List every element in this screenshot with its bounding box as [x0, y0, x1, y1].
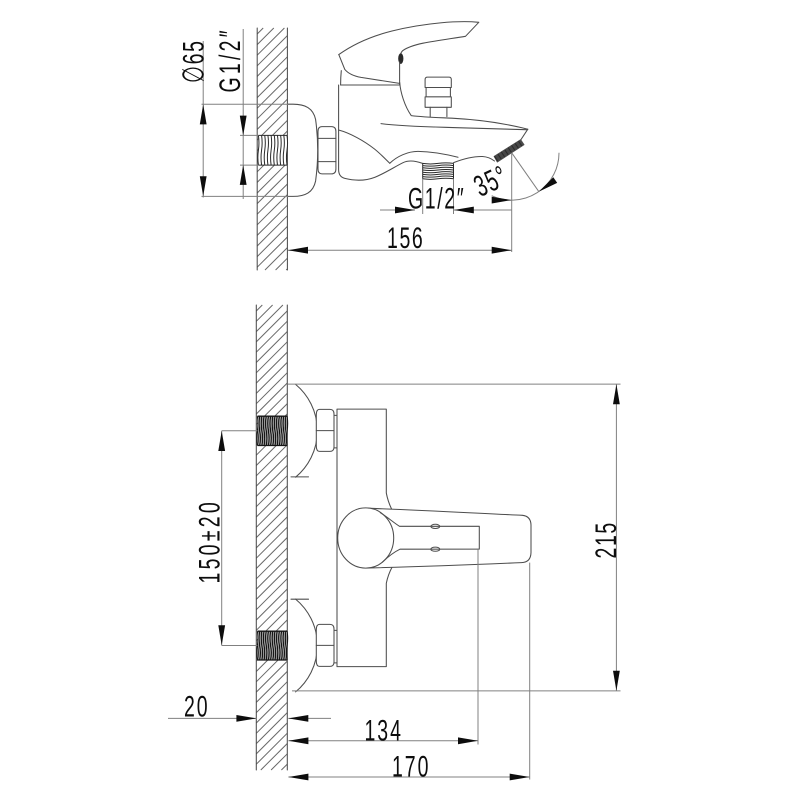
svg-text:156: 156	[387, 222, 424, 255]
svg-text:170: 170	[392, 750, 430, 783]
svg-text:∅65: ∅65	[177, 39, 210, 83]
svg-text:G1/2″: G1/2″	[408, 182, 465, 215]
svg-text:150±20: 150±20	[193, 499, 226, 583]
svg-text:20: 20	[184, 690, 210, 723]
svg-text:G1/2″: G1/2″	[214, 27, 247, 92]
svg-text:215: 215	[590, 521, 623, 558]
svg-text:134: 134	[365, 714, 403, 747]
